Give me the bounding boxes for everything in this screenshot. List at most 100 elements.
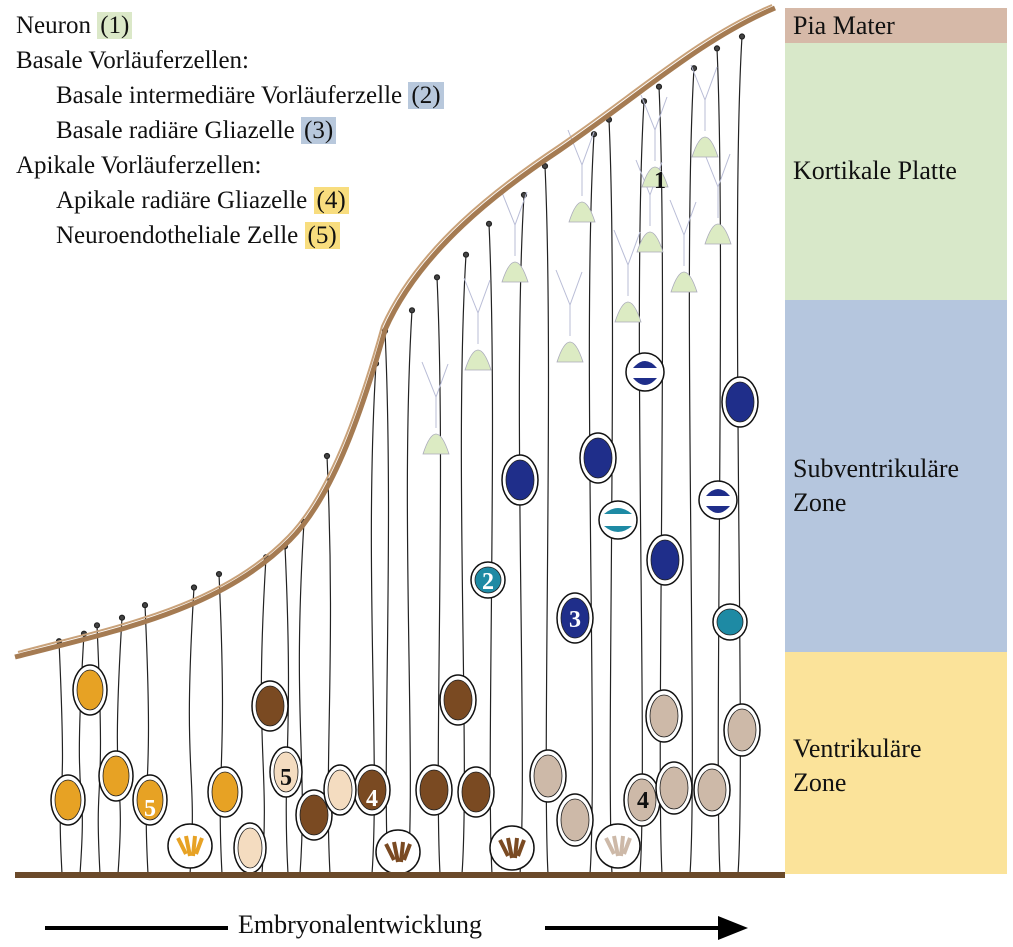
legend-apical-header: Apikale Vorläuferzellen: [16, 152, 262, 179]
legend-arg: Apikale radiäre Gliazelle (4) [16, 183, 444, 218]
ne-orange-cell [136, 779, 164, 821]
endfoot [433, 274, 441, 281]
endfoot [738, 33, 746, 40]
neuron-cell [614, 301, 642, 323]
legend-brg-text: Basale radiäre Gliazelle [56, 117, 301, 144]
layer-vz-name-line2: Zone [793, 768, 847, 797]
dendrite [569, 271, 583, 306]
cells: 1 2 3 4 4 5 5 [50, 136, 761, 875]
legend-brg-number: (3) [301, 117, 337, 144]
brg-cell [650, 539, 680, 581]
layer-label-vz: Ventrikuläre Zone [785, 732, 1007, 800]
legend-bip-number: (2) [408, 82, 444, 109]
ne-orange-cell [102, 755, 130, 797]
neuron-cell [636, 231, 664, 253]
radial-fiber [384, 330, 390, 875]
cell-label-neuron: 1 [654, 168, 666, 194]
radial-fiber [688, 68, 695, 875]
arg-light-cell [627, 778, 657, 822]
mitotic-bip-outline [598, 500, 638, 540]
legend-basal-header: Basale Vorläuferzellen: [16, 47, 250, 74]
radial-fiber [518, 194, 525, 875]
arg-dark-cell [461, 771, 491, 813]
neuron-cell [501, 261, 529, 283]
layer-vz-name-line1: Ventrikuläre [793, 734, 922, 763]
dendrite [567, 129, 583, 166]
radial-fiber [370, 363, 377, 875]
endfoot [713, 45, 721, 52]
neuron-cell [464, 349, 492, 371]
arg-dark-cell [419, 769, 449, 811]
radial-fiber [436, 277, 442, 875]
legend-bip: Basale intermediäre Vorläuferzelle (2) [16, 78, 444, 113]
legend-ne-text: Neuroendotheliale Zelle [56, 222, 305, 249]
endfoot [323, 452, 331, 460]
radial-fiber [544, 166, 550, 875]
pia-surface-texture [17, 4, 773, 653]
arg-light-cell [649, 694, 679, 738]
dendrite [669, 199, 685, 236]
layer-vz-band [785, 652, 1007, 874]
radial-fiber [588, 134, 595, 875]
mitotic-bip-chromatin [604, 508, 632, 514]
endfoot [141, 602, 149, 609]
endfoot [190, 584, 198, 591]
ne-orange-cell [76, 669, 104, 711]
timeline-arrowhead-icon [718, 916, 748, 940]
legend-ne-number: (5) [304, 222, 340, 249]
cell-label-arg-light: 4 [637, 788, 649, 814]
brg-cell [505, 459, 535, 501]
arg-dark-cell [299, 794, 329, 836]
layer-label-cp: Kortikale Platte [785, 154, 1007, 188]
ne-orange-cell [211, 771, 239, 813]
mitotic-apical-chromatin [498, 837, 526, 859]
legend-neuron-text: Neuron [16, 12, 98, 39]
arg-light-cell [533, 754, 563, 798]
radial-fiber [460, 254, 467, 875]
arg-dark-cell [357, 769, 387, 811]
endfoot [408, 307, 416, 314]
dendrite [627, 231, 641, 266]
mitotic-apical-chromatin [176, 835, 204, 857]
neuron-cell [556, 341, 584, 363]
dendrite [717, 153, 731, 188]
layer-svz-name-line1: Subventrikuläre [793, 454, 960, 483]
dendrite [690, 64, 706, 101]
endfoot [541, 163, 549, 170]
bip-cell [716, 608, 744, 636]
cell-label-arg-dark: 4 [366, 786, 378, 812]
dendrite [477, 279, 491, 314]
neuron-cell [704, 223, 732, 245]
mitotic-brg-outline [625, 352, 665, 392]
layer-svz-name-line2: Zone [793, 488, 847, 517]
cell-label-ne-beige: 5 [280, 765, 292, 791]
dendrite [654, 96, 668, 131]
dendrite [555, 269, 571, 306]
mitotic-brg-chromatin [633, 361, 657, 368]
ne-beige-cell [327, 769, 353, 811]
legend-bip-text: Basale intermediäre Vorläuferzelle [56, 82, 409, 109]
pia-surface [14, 5, 776, 660]
cell-label-bip: 2 [482, 569, 494, 595]
neuron-dendrites [421, 64, 731, 428]
mitotic-brg-chromatin [706, 489, 730, 496]
radial-fiber [638, 101, 645, 875]
layer-cp-band [785, 43, 1007, 300]
dendrite [640, 94, 656, 131]
mitotic-apical-chromatin [604, 835, 632, 857]
radial-fiber [144, 605, 150, 875]
endfoot [215, 570, 223, 578]
cell-label-brg: 3 [569, 607, 581, 633]
mitotic-brg-chromatin [706, 506, 730, 513]
neuron-cell [568, 201, 596, 223]
layer-pia-name: Pia Mater [793, 11, 895, 40]
radial-fiber [58, 641, 64, 875]
brg-cell [583, 437, 613, 479]
dendrite [581, 131, 595, 166]
layer-label-pia: Pia Mater [785, 9, 1007, 43]
mitotic-bip-chromatin [604, 526, 632, 532]
dendrite [613, 229, 629, 266]
radial-fiber [608, 119, 614, 875]
layer-cp-name: Kortikale Platte [793, 156, 957, 185]
cell-label-ne-orange: 5 [144, 796, 156, 822]
